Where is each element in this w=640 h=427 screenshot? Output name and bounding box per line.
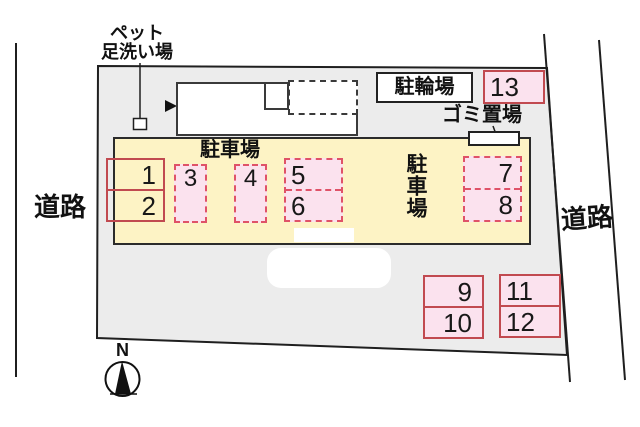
parking-space-13: 13: [483, 70, 545, 104]
space-number: 13: [490, 72, 519, 102]
parking-pair-5-6: 5 6: [284, 158, 343, 222]
space-number: 7: [498, 158, 513, 188]
parking-area-label: 駐車場: [200, 139, 260, 161]
garbage-area-box: [468, 131, 520, 146]
boundary-line-right: [543, 33, 571, 383]
space-number: 10: [443, 307, 472, 338]
parking-pair-7-8: 7 8: [463, 156, 522, 222]
parking-space-10: 10: [425, 306, 482, 337]
building-notch: [264, 82, 289, 110]
space-number: 5: [291, 159, 306, 190]
parking-space-12: 12: [501, 305, 559, 336]
parking-area-label-vertical: 駐車場: [404, 153, 427, 219]
pet-wash-label-line1: ペット: [110, 23, 164, 43]
space-number: 6: [291, 190, 306, 221]
space-number: 11: [506, 275, 533, 306]
parking-pair-1-2: 1 2: [106, 158, 165, 222]
parking-pair-9-10: 9 10: [423, 275, 484, 339]
space-number: 9: [457, 276, 472, 307]
parking-space-1: 1: [108, 160, 163, 189]
space-number: 12: [506, 306, 535, 337]
erased-area: [294, 228, 354, 242]
road-line-right-outer: [598, 39, 626, 381]
bicycle-parking-box: 駐輪場: [376, 72, 473, 103]
road-label-left: 道路: [34, 192, 87, 222]
parking-space-4: 4: [234, 164, 267, 223]
parking-space-5: 5: [286, 160, 341, 189]
space-number: 3: [183, 165, 198, 192]
space-number: 2: [141, 190, 156, 221]
bicycle-parking-label: 駐輪場: [394, 76, 455, 98]
erased-area: [267, 248, 391, 288]
parking-space-6: 6: [286, 189, 341, 220]
parking-space-7: 7: [465, 158, 520, 188]
parking-pair-11-12: 11 12: [499, 274, 561, 338]
north-label: N: [116, 340, 129, 360]
parking-space-8: 8: [465, 188, 520, 220]
pet-wash-label-line2: 足洗い場: [101, 41, 173, 62]
space-number: 1: [141, 159, 156, 190]
compass-needle-icon: [115, 361, 131, 394]
building-annex-dashed: [288, 80, 358, 115]
pet-wash-marker: [132, 117, 148, 131]
pet-wash-label: ペット 足洗い場: [95, 24, 179, 62]
road-label-right: 道路: [559, 201, 614, 235]
parking-space-9: 9: [425, 277, 482, 306]
parking-space-11: 11: [501, 276, 559, 305]
garbage-area-label: ゴミ置場: [442, 104, 522, 126]
parking-space-3: 3: [174, 164, 207, 223]
entrance-arrow-icon: [165, 100, 177, 112]
parking-space-2: 2: [108, 189, 163, 220]
space-number: 4: [243, 165, 258, 192]
space-number: 8: [498, 190, 513, 220]
